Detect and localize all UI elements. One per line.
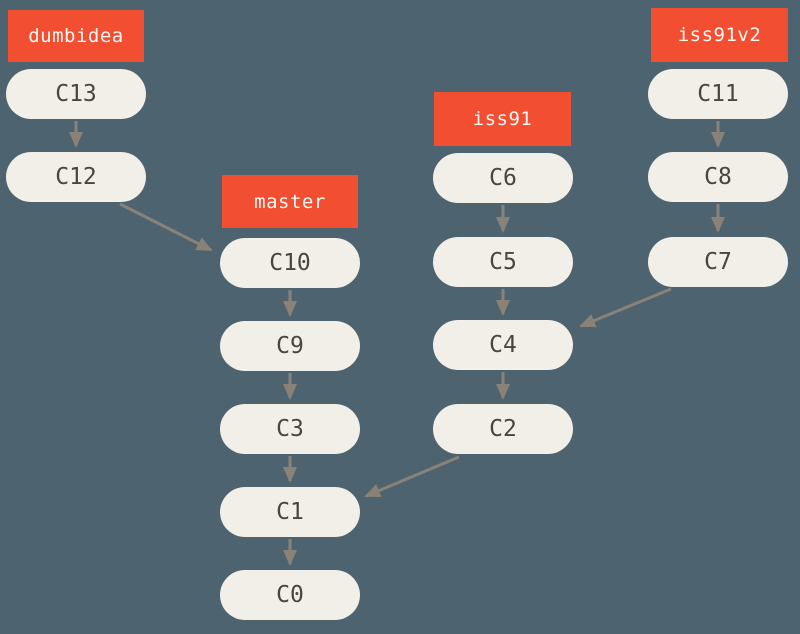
branch-label-iss91: iss91 [434, 92, 571, 146]
commit-node-c2: C2 [433, 404, 573, 454]
commit-node-c9: C9 [220, 321, 360, 371]
edge-c2-c1 [364, 455, 460, 498]
branch-label-iss91v2: iss91v2 [651, 8, 788, 62]
commit-node-c3: C3 [220, 404, 360, 454]
commit-node-c5: C5 [433, 237, 573, 287]
commit-node-c11: C11 [648, 69, 788, 119]
commit-node-c4: C4 [433, 320, 573, 370]
commit-node-c1: C1 [220, 487, 360, 537]
commit-node-c10: C10 [220, 238, 360, 288]
commit-node-c0: C0 [220, 570, 360, 620]
commit-node-c13: C13 [6, 69, 146, 119]
branch-label-master: master [222, 175, 358, 228]
edge-c7-c4 [579, 287, 672, 328]
edge-c12-c10 [119, 202, 213, 252]
commit-node-c8: C8 [648, 152, 788, 202]
commit-node-c7: C7 [648, 237, 788, 287]
commit-node-c12: C12 [6, 152, 146, 202]
branch-label-dumbidea: dumbidea [8, 10, 144, 62]
commit-node-c6: C6 [433, 153, 573, 203]
